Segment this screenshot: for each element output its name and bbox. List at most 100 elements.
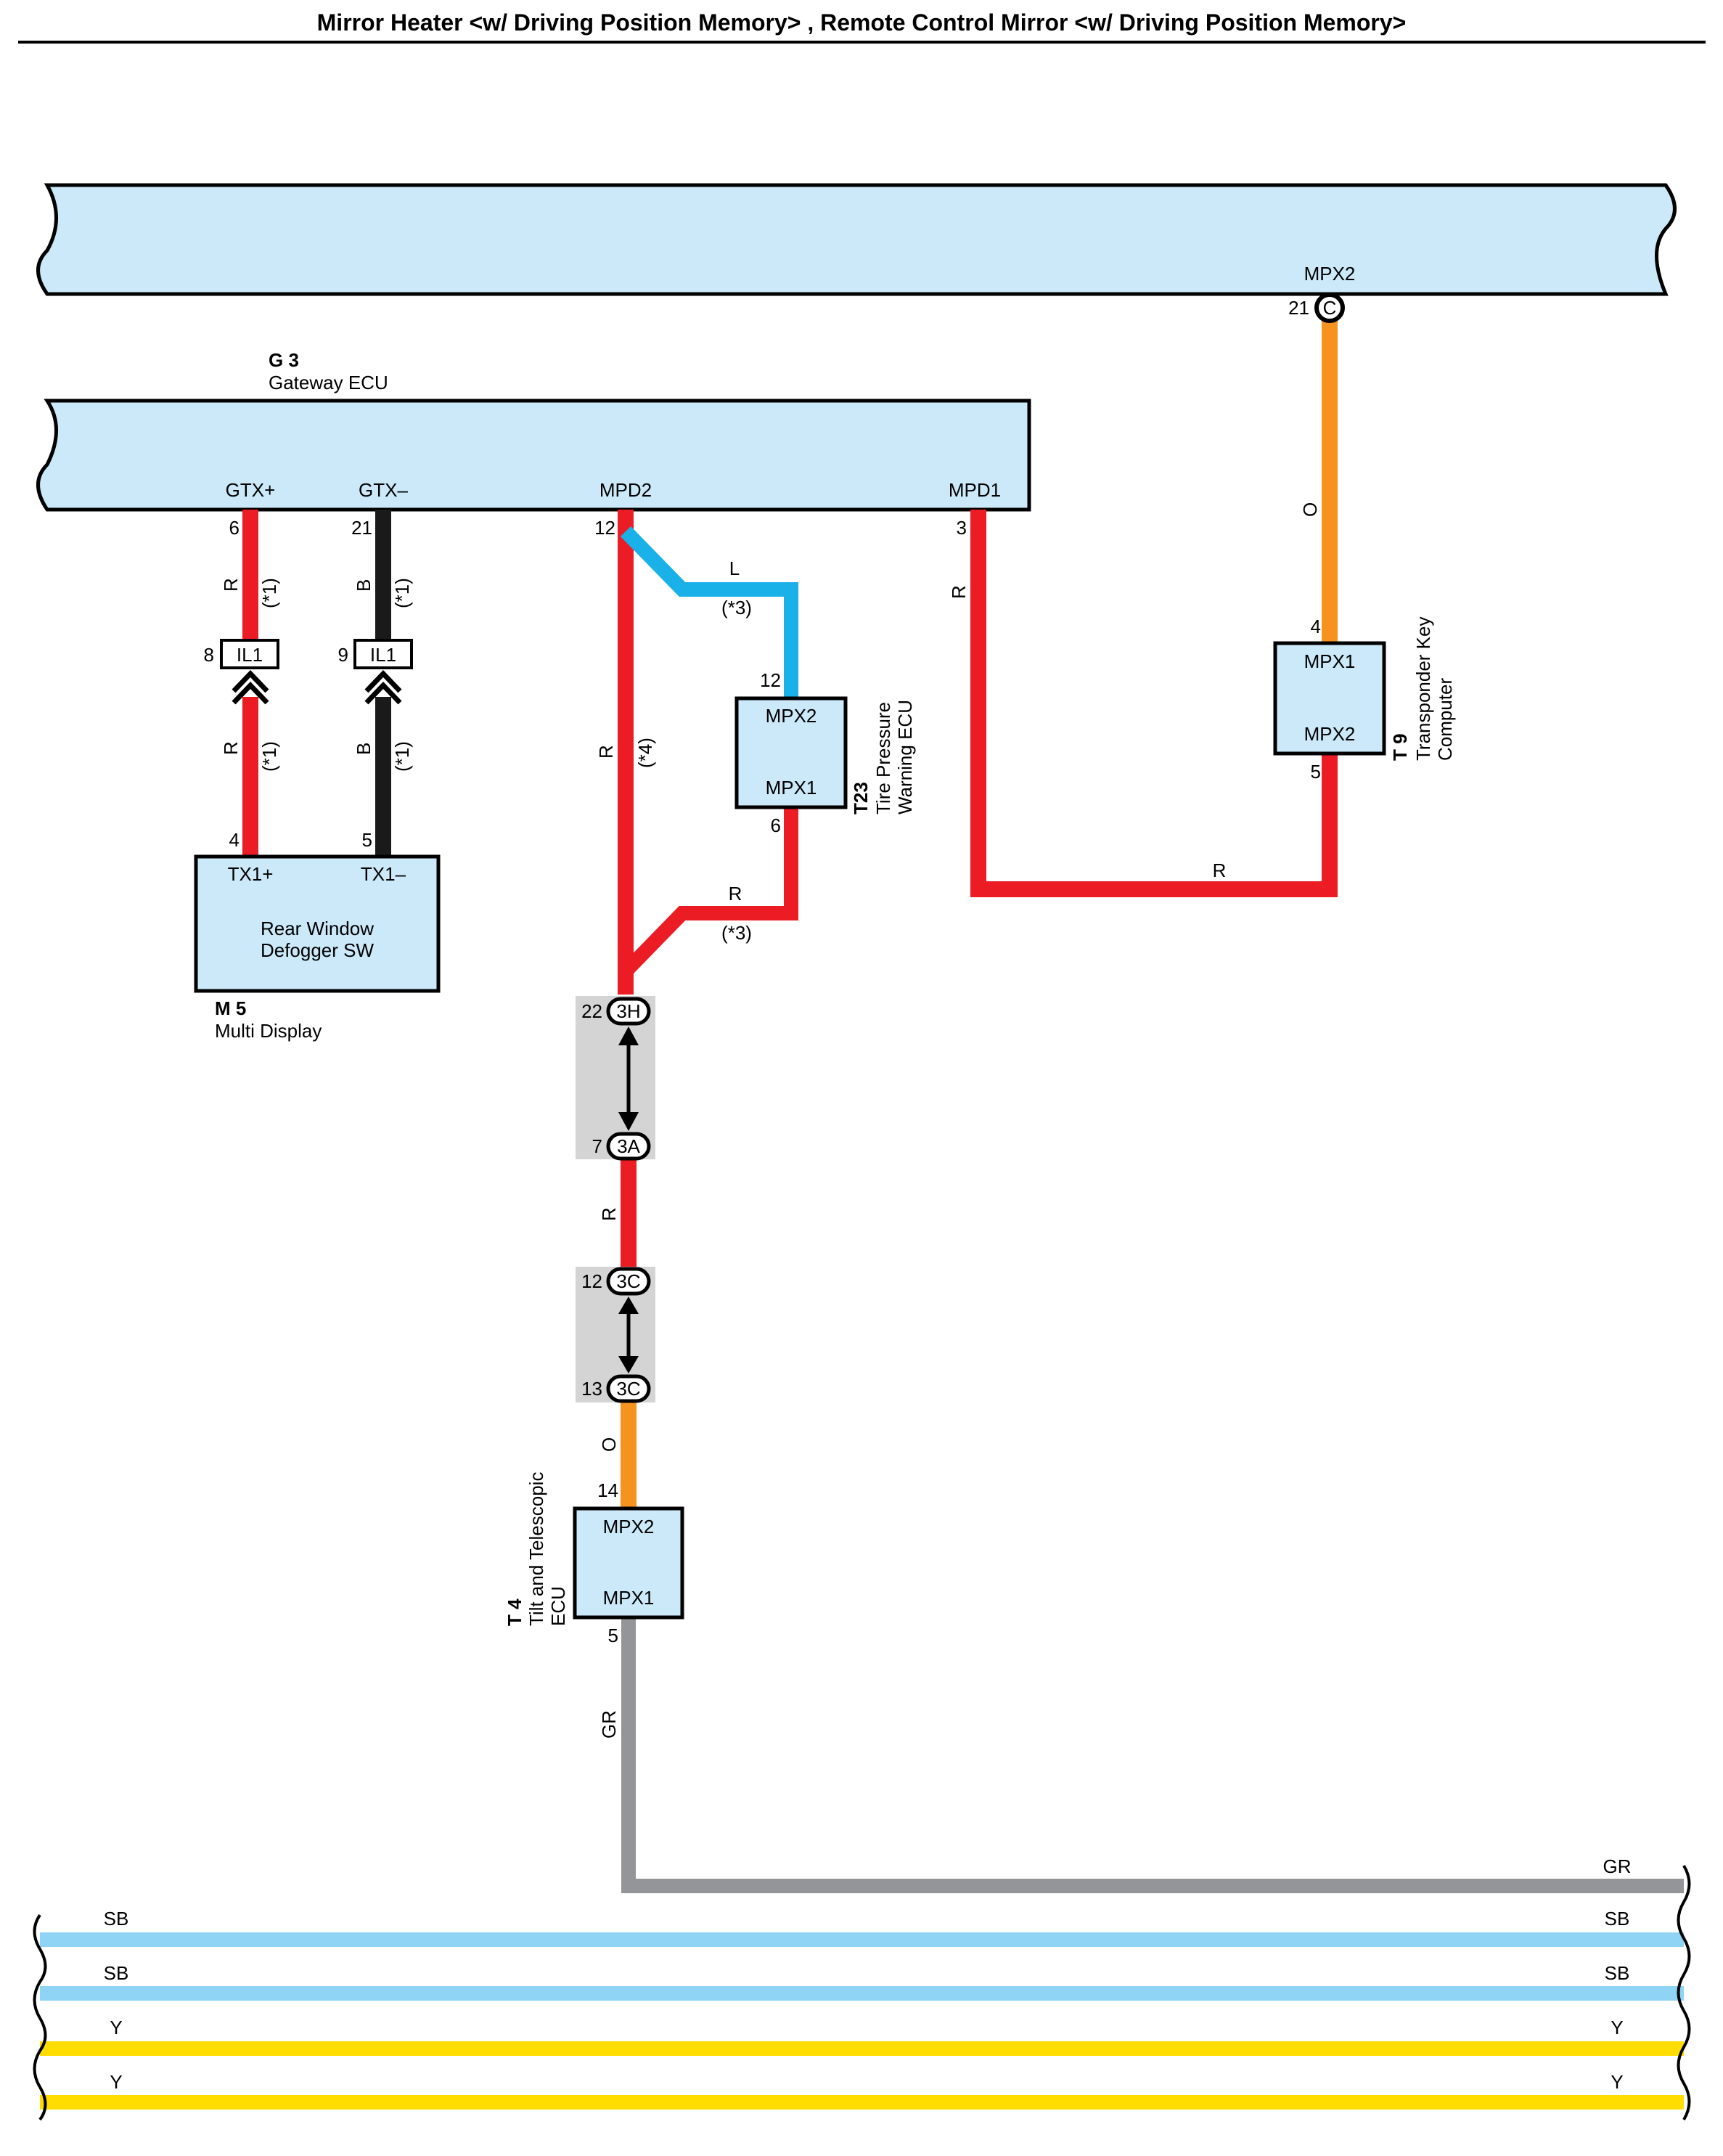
transponder-name-line1: Transponder Key xyxy=(1412,617,1434,761)
gateway-ecu-box xyxy=(36,399,1031,512)
connector-3c-bottom-name: 3C xyxy=(616,1378,640,1400)
connector-3a-num: 7 xyxy=(592,1135,602,1157)
multi-display-pin-tx1-plus-name: TX1+ xyxy=(228,863,274,885)
il1-connector-b-name: IL1 xyxy=(370,644,396,666)
transponder-pin-mpx1-num: 4 xyxy=(1311,616,1321,637)
junction-3c-arrow-bottom xyxy=(618,1356,639,1373)
label-y-right-1: Y xyxy=(1611,2017,1623,2038)
label-r-mpd2: R xyxy=(595,745,617,759)
wire-t4-gray xyxy=(621,1617,1684,1893)
label-r-mpd1: R xyxy=(948,585,970,599)
note-n1-gtx-lower: (*1) xyxy=(258,741,280,772)
gateway-pin-gtx-minus-num: 21 xyxy=(351,517,372,539)
top-bus-pin-name: MPX2 xyxy=(1304,263,1356,285)
label-sb-left-2: SB xyxy=(104,1962,129,1984)
connector-3c-top-name: 3C xyxy=(616,1270,640,1292)
il1-connector-b xyxy=(353,639,413,669)
gateway-pin-mpd1-num: 3 xyxy=(957,517,967,539)
bottom-bus-left-edge xyxy=(33,1914,47,2121)
tire-pressure-name-line1: Tire Pressure xyxy=(872,702,894,814)
label-sb-right-2: SB xyxy=(1605,1962,1630,1984)
label-r-t23-return: R xyxy=(729,883,742,905)
gateway-ecu-code: G 3 xyxy=(269,349,299,371)
tire-pressure-ecu-box xyxy=(734,696,848,809)
tilt-ecu-pin-mpx1-name: MPX1 xyxy=(603,1587,655,1609)
wire-mpd1-red xyxy=(970,510,1338,897)
note-n1-gtxm-upper: (*1) xyxy=(391,578,413,608)
label-sb-right-1: SB xyxy=(1605,1908,1630,1930)
tire-pressure-pin-mpx2-name: MPX2 xyxy=(766,705,817,727)
il1-chevron-a xyxy=(232,669,269,705)
connector-3c-bottom xyxy=(606,1374,651,1403)
tilt-ecu-code: T 4 xyxy=(504,1598,525,1626)
gateway-pin-gtx-minus-name: GTX– xyxy=(359,479,408,501)
tilt-ecu-name-line2: ECU xyxy=(547,1586,569,1626)
il1-connector-b-num: 9 xyxy=(338,644,348,666)
top-bus-connector xyxy=(1314,293,1345,323)
label-o-top: O xyxy=(1299,502,1321,517)
tire-pressure-pin-mpx1-name: MPX1 xyxy=(766,777,817,799)
connector-3a xyxy=(606,1132,651,1161)
gateway-pin-gtx-plus-num: 6 xyxy=(229,517,240,539)
tilt-ecu-pin-mpx2-name: MPX2 xyxy=(603,1516,655,1538)
label-y-left-2: Y xyxy=(110,2071,122,2093)
label-b-gtxm-lower: B xyxy=(353,743,375,755)
gateway-pin-gtx-plus-name: GTX+ xyxy=(226,479,276,501)
multi-display-pin-tx1-minus-name: TX1– xyxy=(361,863,406,885)
note-n3-red: (*3) xyxy=(721,922,752,944)
gateway-pin-mpd2-name: MPD2 xyxy=(599,479,652,501)
connector-3h xyxy=(606,997,651,1026)
tilt-ecu-pin-mpx2-num: 14 xyxy=(597,1479,618,1501)
il1-connector-a-num: 8 xyxy=(204,644,214,666)
transponder-name-line2: Computer xyxy=(1434,678,1456,761)
junction-3h-3a-arrow-top xyxy=(618,1026,639,1045)
il1-chevron-b xyxy=(364,669,402,705)
gateway-ecu-name: Gateway ECU xyxy=(269,372,388,393)
multi-display-code: M 5 xyxy=(215,997,246,1019)
connector-3c-bottom-num: 13 xyxy=(581,1378,602,1400)
connector-3a-name: 3A xyxy=(617,1135,640,1157)
transponder-key-box xyxy=(1273,641,1386,756)
bottom-bus-right-edge xyxy=(1677,1864,1691,2121)
label-y-right-2: Y xyxy=(1611,2071,1623,2093)
il1-connector-a-name: IL1 xyxy=(237,644,263,666)
wire-t23-red-return xyxy=(620,807,798,976)
multi-display-inner-line1: Rear Window xyxy=(261,918,374,939)
gateway-pin-mpd2-num: 12 xyxy=(594,517,615,539)
diagram-title: Mirror Heater <w/ Driving Position Memor… xyxy=(317,9,1407,36)
label-r-gtx-lower: R xyxy=(220,741,242,755)
top-bus-bar xyxy=(36,183,1677,296)
transponder-code: T 9 xyxy=(1389,733,1411,761)
junction-3c-arrow-top xyxy=(618,1297,639,1314)
top-bus-connector-label: C xyxy=(1323,297,1337,319)
label-r-gtx-upper: R xyxy=(220,578,242,592)
multi-display-pin-tx1-minus-num: 5 xyxy=(362,829,372,851)
gateway-pin-mpd1-name: MPD1 xyxy=(949,479,1001,501)
label-o-3c-t4: O xyxy=(598,1437,620,1452)
tire-pressure-code: T23 xyxy=(850,782,872,814)
transponder-pin-mpx2-name: MPX2 xyxy=(1304,723,1356,745)
label-gr-t4: GR xyxy=(598,1710,620,1739)
note-n1-gtx-upper: (*1) xyxy=(258,578,280,608)
connector-3h-num: 22 xyxy=(581,1000,602,1022)
label-l-blue: L xyxy=(729,558,740,579)
tilt-ecu-box xyxy=(573,1506,684,1620)
connector-3c-top xyxy=(606,1267,651,1296)
multi-display-inner-line2: Defogger SW xyxy=(261,939,375,961)
label-y-left-1: Y xyxy=(110,2017,122,2038)
note-n1-gtxm-lower: (*1) xyxy=(391,741,413,772)
label-r-mpd1-horizontal: R xyxy=(1213,859,1227,881)
tire-pressure-name-line2: Warning ECU xyxy=(894,700,916,814)
multi-display-box xyxy=(194,854,441,993)
multi-display-pin-tx1-plus-num: 4 xyxy=(229,829,240,851)
label-b-gtxm-upper: B xyxy=(353,579,375,592)
connector-3c-top-num: 12 xyxy=(581,1270,602,1292)
transponder-pin-mpx2-num: 5 xyxy=(1311,761,1321,783)
top-bus-pin-num: 21 xyxy=(1288,297,1309,319)
tilt-ecu-pin-mpx1-num: 5 xyxy=(608,1625,618,1646)
note-n3-blue: (*3) xyxy=(721,597,752,618)
transponder-pin-mpx1-name: MPX1 xyxy=(1304,650,1356,672)
connector-3h-name: 3H xyxy=(616,1000,640,1022)
wire-mpd2-blue-branch xyxy=(620,526,798,698)
